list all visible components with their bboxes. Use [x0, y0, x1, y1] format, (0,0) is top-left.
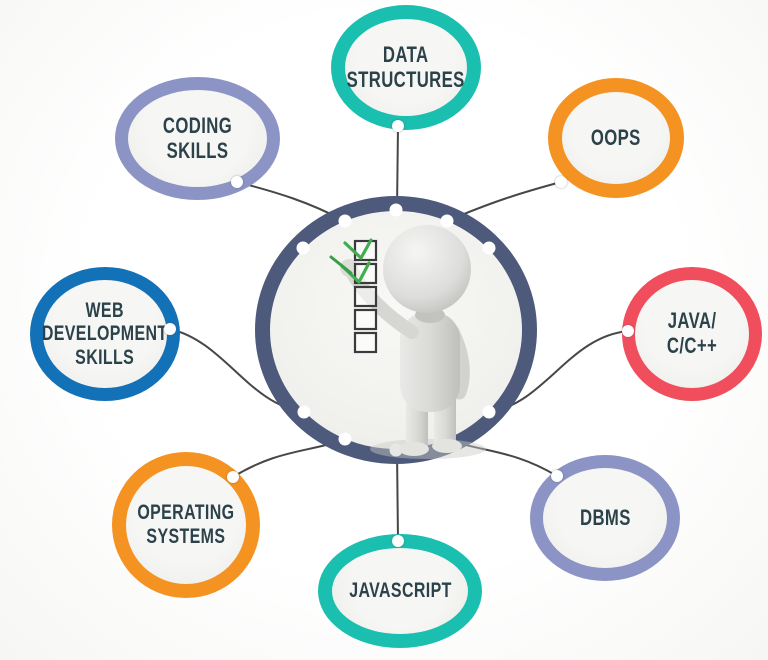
node-data-structures: DATA STRUCTURES: [331, 5, 481, 130]
connector-dot-oops: [555, 176, 567, 188]
connector-javascript: [396, 449, 399, 542]
connector-dot-data-structures: [392, 120, 404, 132]
ring-dot: [297, 405, 311, 419]
ring-dot: [482, 405, 496, 419]
label-line: JAVA/: [667, 308, 717, 334]
label-line: JAVASCRIPT: [348, 579, 452, 603]
connector-data-structures: [396, 125, 399, 211]
hand: [340, 259, 358, 277]
connector-lines: [169, 125, 629, 542]
node-label: DBMS: [579, 504, 631, 531]
label-line: SKILLS: [75, 345, 135, 369]
node-label: OOPS: [591, 124, 641, 151]
node-label: OPERATING SYSTEMS: [137, 501, 234, 548]
person-figure: [340, 225, 486, 459]
node-label: DATA STRUCTURES: [346, 41, 466, 92]
connector-dot-dbms: [551, 470, 563, 482]
label-line: CODING: [162, 112, 233, 138]
label-line: DEVELOPMENT: [42, 322, 168, 346]
ring-dot: [338, 214, 352, 228]
ring-dot: [389, 203, 403, 217]
connector-dot-web-development-skills: [164, 323, 176, 335]
ring-dot: [482, 241, 496, 255]
checklist: [329, 238, 378, 354]
node-label: WEB DEVELOPMENT SKILLS: [42, 299, 168, 370]
node-label: JAVASCRIPT: [349, 579, 452, 603]
label-line: C/C++: [666, 333, 718, 358]
label-line: SKILLS: [166, 137, 229, 163]
label-line: SYSTEMS: [146, 525, 226, 548]
node-label: CODING SKILLS: [162, 112, 233, 163]
ring-dot: [338, 432, 352, 446]
green-pen-icon: [329, 255, 353, 275]
label-line: WEB: [85, 298, 125, 322]
connector-dot-javascript: [392, 535, 404, 547]
head: [383, 225, 471, 313]
node-oops: OOPS: [548, 78, 684, 198]
label-line: DATA: [383, 41, 429, 67]
node-java-c-cpp: JAVA/ C/C++: [622, 267, 762, 401]
right-foot: [432, 439, 462, 453]
connector-dot-java-c-cpp: [622, 325, 634, 337]
node-javascript: JAVASCRIPT: [318, 534, 482, 648]
connector-dot-coding-skills: [231, 176, 243, 188]
label-line: OOPS: [591, 124, 641, 150]
checkbox-3: [353, 285, 378, 308]
ring-dot: [296, 241, 310, 255]
checkbox-5: [353, 331, 378, 354]
label-line: STRUCTURES: [346, 66, 466, 92]
ring-dot: [440, 214, 454, 228]
node-coding-skills: CODING SKILLS: [115, 77, 280, 200]
connector-dot-operating-systems: [227, 471, 239, 483]
node-web-development-skills: WEB DEVELOPMENT SKILLS: [30, 267, 180, 401]
checkbox-4: [353, 308, 378, 331]
node-label: JAVA/ C/C++: [667, 309, 717, 358]
label-line: OPERATING: [137, 501, 235, 525]
left-foot: [399, 442, 429, 456]
ring-dot: [389, 443, 403, 457]
label-line: DBMS: [579, 504, 631, 530]
check-mark-1: [343, 238, 373, 260]
